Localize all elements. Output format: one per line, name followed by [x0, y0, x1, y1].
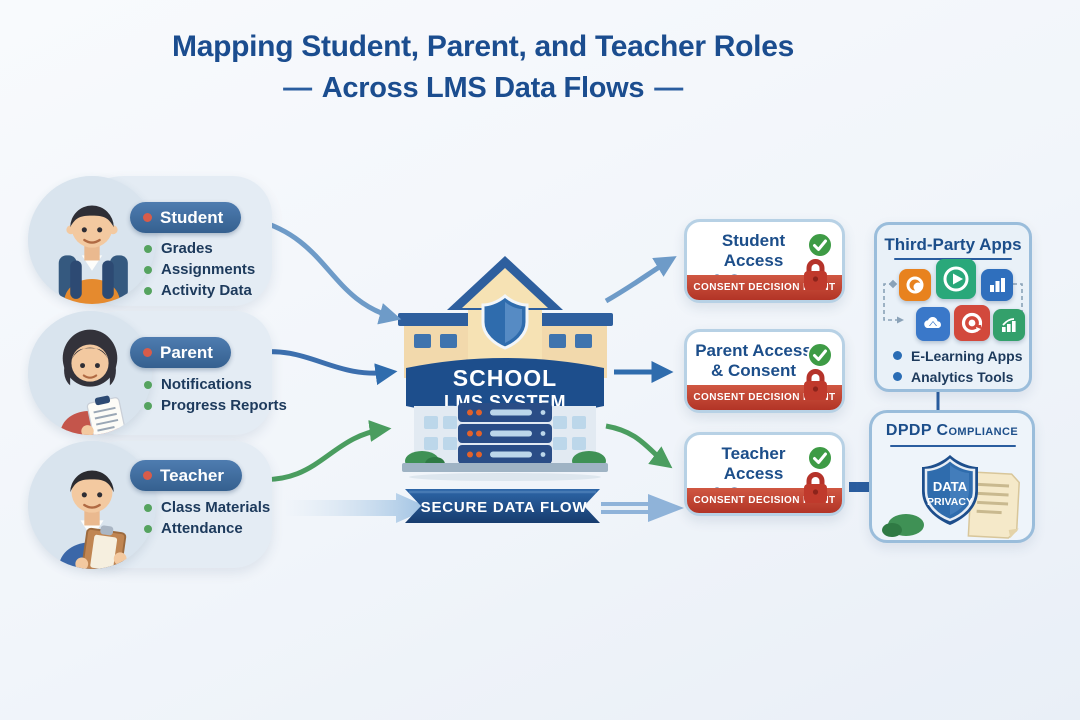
student-role-label: Student	[160, 207, 224, 227]
green-dot-icon	[144, 401, 152, 410]
school-lms-building: SCHOOL LMS SYSTEM	[398, 256, 613, 482]
data-privacy-shield-icon: DATA PRIVACY	[922, 455, 978, 525]
blue-dot-icon	[893, 351, 902, 360]
parent-role-pill: Parent	[130, 337, 231, 368]
check-icon	[807, 342, 833, 368]
teacher-role-label: Teacher	[160, 465, 224, 485]
student-item-assignments: Assignments	[161, 261, 256, 278]
list-item: Notifications	[144, 374, 287, 395]
list-item: Attendance	[144, 518, 270, 539]
document-icon	[967, 471, 1020, 539]
analytics-tools-label: Analytics Tools	[911, 368, 1014, 385]
secure-data-flow-label: SECURE DATA FLOW	[421, 499, 588, 516]
teacher-item-class-materials: Class Materials	[161, 499, 271, 516]
shield-icon	[481, 294, 529, 350]
red-dot-icon	[143, 471, 152, 480]
shield-privacy-label: PRIVACY	[927, 496, 973, 508]
student-avatar-illustration	[28, 176, 156, 304]
consent-title-line1: Parent Access	[695, 341, 812, 360]
list-item: Class Materials	[144, 497, 270, 518]
dpdp-compliance-title: DPDP Compliance	[885, 422, 1019, 439]
consent-title-line2: & Consent	[711, 361, 796, 381]
target-app-icon	[954, 305, 990, 341]
third-party-list: E-Learning Apps Analytics Tools	[893, 345, 1023, 387]
secure-flow-exit-arrow	[601, 494, 684, 522]
parent-to-lms-arrow	[251, 349, 398, 386]
green-dot-icon	[144, 503, 152, 512]
swirl-app-icon	[899, 269, 931, 301]
student-item-grades: Grades	[161, 240, 213, 257]
lock-icon	[804, 369, 827, 400]
green-dot-icon	[144, 286, 152, 295]
parent-data-list: Notifications Progress Reports	[144, 374, 287, 416]
consent-title-line1: Student Access	[721, 231, 786, 271]
check-icon	[807, 232, 833, 258]
parent-item-notifications: Notifications	[161, 376, 252, 393]
list-item: E-Learning Apps	[893, 345, 1023, 366]
teacher-consent-card: Teacher Access& Consent CONSENT DECISION…	[684, 432, 845, 516]
green-dot-icon	[144, 265, 152, 274]
student-role-pill: Student	[130, 202, 242, 233]
student-data-list: Grades Assignments Activity Data	[144, 238, 255, 301]
list-item: Progress Reports	[144, 395, 287, 416]
title-line2: — Across LMS Data Flows —	[0, 72, 966, 105]
student-avatar	[28, 176, 156, 304]
teacher-role-pill: Teacher	[130, 460, 242, 491]
student-to-lms-arrow	[255, 217, 402, 325]
parent-consent-title: Parent Access& Consent	[691, 341, 816, 381]
secure-flow-feed-arrow	[283, 493, 430, 523]
play-app-icon	[936, 259, 976, 299]
growth-chart-app-icon	[993, 309, 1025, 341]
teacher-to-lms-arrow	[251, 420, 392, 483]
secure-data-flow-ribbon: SECURE DATA FLOW	[405, 489, 600, 523]
parent-avatar	[28, 311, 152, 435]
check-icon	[807, 445, 833, 471]
green-dot-icon	[144, 524, 152, 533]
list-item: Assignments	[144, 259, 255, 280]
lock-icon	[804, 259, 827, 290]
bar-chart-app-icon	[981, 269, 1013, 301]
data-privacy-illustration: DATA PRIVACY	[882, 455, 1020, 539]
teacher-avatar-illustration	[28, 441, 156, 569]
title-dash-right: —	[654, 72, 683, 104]
lms-to-teacher-consent-arrow	[605, 423, 673, 469]
third-party-apps-box: Third-Party Apps E-Learning Ap	[874, 222, 1032, 392]
lms-to-student-consent-arrow	[604, 256, 677, 304]
list-item: Activity Data	[144, 280, 255, 301]
parent-item-progress-reports: Progress Reports	[161, 397, 287, 414]
cloud-upload-app-icon	[916, 307, 950, 341]
role-card-student: Student Grades Assignments Activity Data	[26, 174, 272, 308]
title-underline	[890, 445, 1016, 447]
consent-title-line1: Teacher Access	[721, 444, 786, 484]
lms-name-line1: SCHOOL	[453, 365, 557, 391]
role-card-parent: Parent Notifications Progress Reports	[26, 309, 287, 437]
green-dot-icon	[144, 244, 152, 253]
list-item: Grades	[144, 238, 255, 259]
green-dot-icon	[144, 380, 152, 389]
server-stack-icon	[458, 403, 552, 464]
shield-data-label: DATA	[933, 479, 968, 494]
title-line1: Mapping Student, Parent, and Teacher Rol…	[172, 30, 794, 63]
teacher-avatar	[28, 441, 156, 569]
title-line2-text: Across LMS Data Flows	[321, 72, 645, 104]
student-consent-card: Student Access& Consent CONSENT DECISION…	[684, 219, 845, 303]
dpdp-compliance-box: DPDP Compliance DATA PRIVACY	[869, 410, 1035, 543]
teacher-data-list: Class Materials Attendance	[144, 497, 270, 539]
lock-icon	[804, 472, 827, 503]
third-party-apps-title: Third-Party Apps	[884, 235, 1022, 254]
role-card-teacher: Teacher Class Materials Attendance	[26, 439, 272, 570]
blue-dot-icon	[893, 372, 902, 381]
teacher-item-attendance: Attendance	[161, 520, 243, 537]
student-item-activity-data: Activity Data	[161, 282, 252, 299]
parent-avatar-illustration	[28, 311, 152, 435]
parent-role-label: Parent	[160, 342, 213, 362]
list-item: Analytics Tools	[893, 366, 1023, 387]
parent-consent-card: Parent Access& Consent CONSENT DECISION …	[684, 329, 845, 413]
red-dot-icon	[143, 348, 152, 357]
elearning-apps-label: E-Learning Apps	[911, 347, 1023, 364]
red-dot-icon	[143, 213, 152, 222]
page-title: Mapping Student, Parent, and Teacher Rol…	[0, 30, 966, 105]
title-dash-left: —	[283, 72, 312, 104]
school-building-illustration: SCHOOL LMS SYSTEM	[398, 256, 613, 481]
